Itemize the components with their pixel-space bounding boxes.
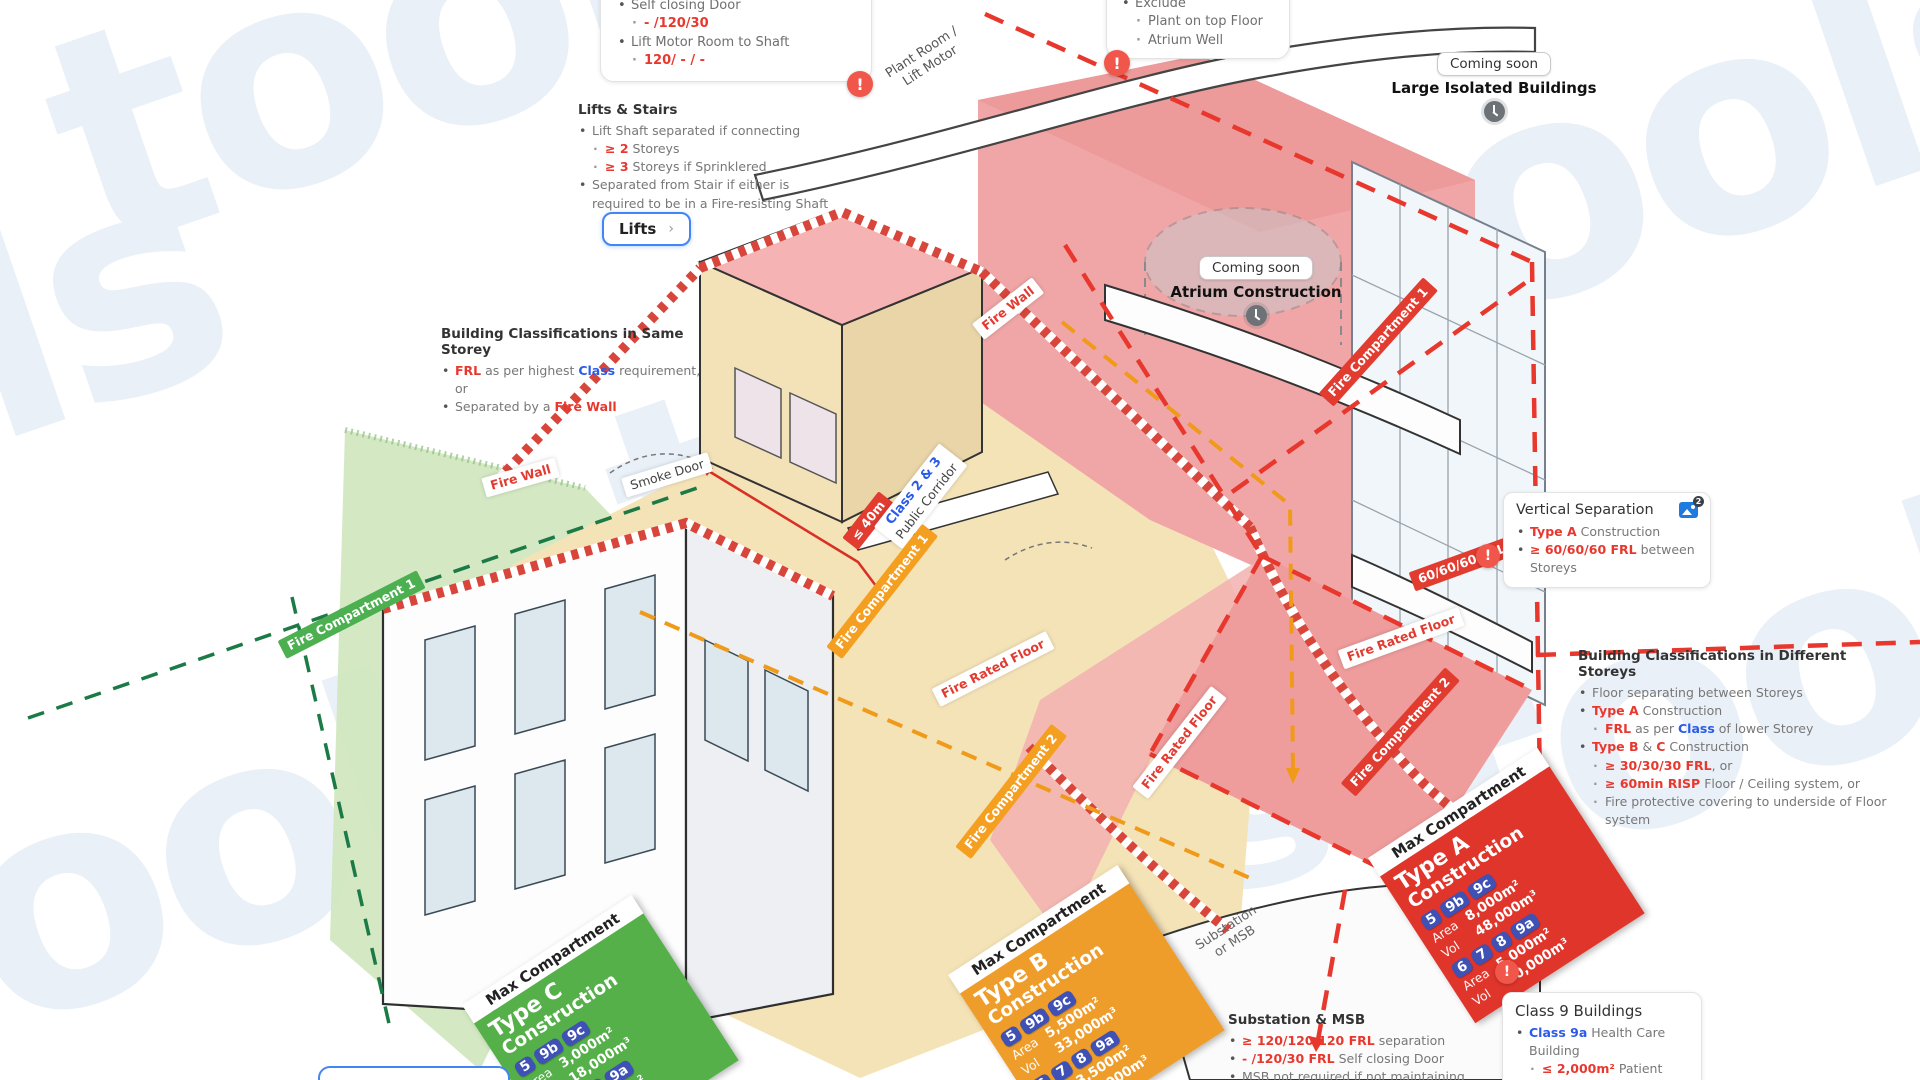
warning-exclamation-badge[interactable]: ! [1476,544,1500,568]
image-count-badge: 2 [1693,496,1704,507]
different-storeys-block: Building Classifications in Different St… [1578,648,1908,829]
b1-mid: as per highest [481,363,579,378]
bottom-partial-button[interactable] [318,1066,510,1080]
warning-exclamation-badge[interactable]: ! [1495,960,1519,984]
b1-rest: separation [1374,1033,1446,1048]
coming-soon-atrium-construction: Coming soon Atrium Construction [1136,256,1376,326]
frl-120-separation: ≥ 120/120/120 FRL [1242,1033,1375,1048]
class-9a-text: Class 9a [1529,1025,1588,1040]
red-compartment-boundary [984,11,1920,1041]
b3s2-rest: Floor / Ceiling system, or [1700,775,1861,791]
vertical-separation-title: Vertical Separation [1516,502,1654,518]
self-closing-door-frl-value: - /120/30 [644,16,709,32]
coming-soon-title: Large Isolated Buildings [1391,79,1597,97]
b3-rest: Construction [1665,739,1749,755]
vertical-separation-card: Vertical Separation 2 Type A Constructio… [1503,492,1711,589]
lifts-button-label: Lifts [619,220,657,238]
floor-slab-band [1104,283,1461,456]
class-text: Class [578,363,616,378]
b1-rest: Construction [1576,524,1661,539]
white-building [381,521,835,1024]
b1-end: requirement, or [455,363,701,397]
type-b-text: Type B [1592,739,1639,755]
frl-30-text: ≥ 30/30/30 FRL [1605,757,1712,773]
substation-msb-title: Substation & MSB [1228,1012,1366,1028]
lift-shaft-bullet: Lift Shaft separated if connecting [578,122,848,140]
orange-compartment-boundary [639,320,1295,880]
different-storeys-title: Building Classifications in Different St… [1578,648,1847,680]
b3s1-rest: , or [1711,757,1733,773]
type-c-text: C [1656,739,1666,755]
risp-60-text: ≥ 60min RISP [1605,775,1701,791]
type-a-text: Type A [1530,524,1577,539]
exclude-tooltip-card: Exclude Plant on top Floor Atrium Well [1106,0,1290,60]
frl-text: FRL [455,363,482,378]
lift-motor-room-label: Lift Motor Room to Shaft [617,34,855,53]
green-compartment-boundary [27,485,701,1029]
frl-60-text: ≥ 60/60/60 FRL [1530,542,1637,558]
door [734,366,782,460]
building-windows [424,574,809,916]
b3-mid: & [1638,739,1657,755]
fire-protective-covering-line: Fire protective covering to underside of… [1578,793,1908,829]
fire-wall-text: Fire Wall [554,399,617,415]
b2s-mid: as per [1631,721,1678,737]
image-attachment-icon[interactable]: 2 [1679,496,1704,518]
exclude-item-atrium: Atrium Well [1121,32,1275,51]
clock-icon [1483,101,1505,122]
coming-soon-pill: Coming soon [1436,52,1552,76]
pink-lower-floor [990,558,1262,940]
floor-separating-bullet: Floor separating between Storeys [1578,684,1908,702]
frl-text: FRL [1605,721,1632,737]
class-9-buildings-card: Class 9 Buildings Class 9a Health Care B… [1502,992,1702,1080]
b2-rest: Self closing Door [1334,1051,1444,1067]
exclude-label: Exclude [1121,0,1275,14]
substation-msb-block: Substation & MSB ≥ 120/120/120 FRL separ… [1228,1012,1478,1080]
lift-motor-room-frl-value: 120/ - / - [644,53,706,69]
coming-soon-isolated-buildings: Coming soon Large Isolated Buildings [1374,52,1614,122]
b1-rest: Health Care Building [1529,1025,1666,1059]
storeys-3-value: ≥ 3 [605,159,629,175]
frl-door-value: - /120/30 FRL [1242,1051,1335,1067]
self-closing-door-label: Self closing Door [617,0,855,16]
warning-exclamation-badge[interactable]: ! [847,71,873,97]
storeys-2-rest: Storeys [628,141,680,157]
warning-exclamation-badge[interactable]: ! [1104,50,1130,76]
exclude-item-plant: Plant on top Floor [1121,13,1275,32]
same-storey-title: Building Classifications in Same Storey [441,326,684,358]
door [789,391,837,485]
storeys-2-value: ≥ 2 [605,141,629,157]
same-storey-block: Building Classifications in Same Storey … [441,326,711,417]
b2-rest: between Storeys [1530,542,1695,576]
door-swing-arc [1004,541,1093,561]
patient-area-limit: ≤ 2,000m² [1542,1061,1615,1077]
class-9-title: Class 9 Buildings [1515,1002,1643,1020]
b2s-end: of lower Storey [1714,721,1814,737]
b2-pre: Separated by a [455,399,555,415]
chevron-right-icon: › [668,221,674,237]
lifts-and-stairs-block: Lifts & Stairs Lift Shaft separated if c… [578,102,848,213]
separated-from-stair-line1: Separated from Stair if either is [578,176,848,194]
coming-soon-pill: Coming soon [1198,256,1314,280]
b2-rest: Construction [1638,703,1723,719]
coming-soon-title: Atrium Construction [1170,283,1342,301]
lift-frl-tooltip-card: Self closing Door - /120/30 Lift Motor R… [600,0,872,82]
orange-arrowhead [1286,768,1300,784]
separated-from-stair-line2: required to be in a Fire-resisting Shaft [592,195,829,211]
clock-icon [1245,305,1267,326]
travel-distance-line [701,465,883,595]
storeys-3-rest: Storeys if Sprinklered [628,159,767,175]
class-text: Class [1678,721,1715,737]
lifts-button[interactable]: Lifts › [602,212,691,246]
fire-rated-striped-edges [381,206,1525,934]
door-swing-arc [609,453,693,474]
msb-not-required-line: MSB not required if not maintaining [1228,1068,1478,1080]
lifts-stairs-title: Lifts & Stairs [578,102,678,118]
type-a-text: Type A [1592,703,1639,719]
